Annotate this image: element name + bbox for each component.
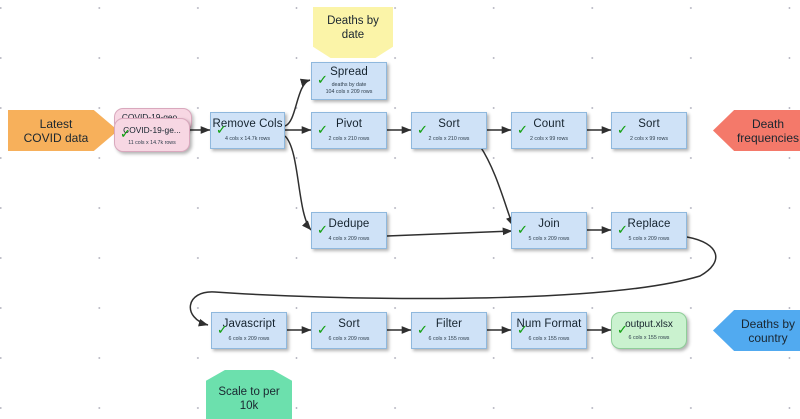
- check-icon: ✓: [417, 122, 428, 138]
- step-meta: 6 cols x 209 rows: [228, 336, 270, 342]
- note-deaths-by-date[interactable]: Deaths by date: [313, 7, 393, 58]
- step-meta: 4 cols x 14.7k rows: [224, 136, 271, 142]
- source-label-line1: Latest: [39, 116, 73, 131]
- step-meta: 5 cols x 209 rows: [628, 236, 670, 242]
- edge-dedupe-to-join: [386, 227, 513, 237]
- step-title: Sort: [438, 118, 460, 130]
- source-label-line2: COVID data: [23, 130, 89, 145]
- step-spread[interactable]: ✓ Spread deaths by date 104 cols x 209 r…: [311, 62, 387, 100]
- check-icon: ✓: [317, 122, 328, 138]
- note-line2: 10k: [239, 399, 259, 412]
- sink-label-line1: Deaths by: [740, 316, 796, 331]
- sink-death-frequencies[interactable]: Death frequencies: [713, 110, 800, 151]
- step-meta: 5 cols x 209 rows: [528, 236, 570, 242]
- check-icon: ✓: [317, 222, 328, 238]
- step-meta: 6 cols x 209 rows: [328, 336, 370, 342]
- note-line1: Deaths by: [327, 14, 379, 27]
- step-meta: 2 cols x 210 rows: [328, 136, 370, 142]
- step-remove-cols[interactable]: ✓ Remove Cols 4 cols x 14.7k rows: [210, 112, 285, 149]
- check-icon: ✓: [317, 322, 328, 338]
- check-icon: ✓: [517, 222, 528, 238]
- check-icon: ✓: [120, 127, 131, 143]
- input-file-covid-19-geo[interactable]: ✓ COVID-19-ge... 11 cols x 14.7k rows: [114, 118, 190, 152]
- check-icon: ✓: [317, 73, 328, 89]
- step-pivot[interactable]: ✓ Pivot 2 cols x 210 rows: [311, 112, 387, 149]
- sink-label-line2: country: [748, 330, 788, 345]
- step-title: Count: [533, 118, 565, 130]
- step-title: Filter: [435, 318, 463, 330]
- step-title: Replace: [627, 218, 671, 230]
- check-icon: ✓: [517, 322, 528, 338]
- step-title: Pivot: [335, 118, 363, 130]
- check-icon: ✓: [617, 122, 628, 138]
- step-sort-2[interactable]: ✓ Sort 2 cols x 99 rows: [611, 112, 687, 149]
- step-filter[interactable]: ✓ Filter 6 cols x 155 rows: [411, 312, 487, 349]
- edge-sort1-to-join: [479, 145, 514, 227]
- edge-removecols-to-dedupe: [284, 135, 312, 231]
- step-javascript[interactable]: ✓ Javascript 6 cols x 209 rows: [211, 312, 287, 349]
- input-file-meta: 11 cols x 14.7k rows: [128, 139, 176, 146]
- step-meta: 2 cols x 99 rows: [530, 136, 568, 142]
- step-title: Spread: [330, 66, 368, 78]
- input-file-title: COVID-19-ge...: [123, 124, 181, 135]
- sink-label-line2: frequencies: [736, 130, 800, 145]
- step-join[interactable]: ✓ Join 5 cols x 209 rows: [511, 212, 587, 249]
- check-icon: ✓: [617, 322, 628, 338]
- output-file-title: output.xlsx: [625, 319, 673, 330]
- step-sort-3[interactable]: ✓ Sort 6 cols x 209 rows: [311, 312, 387, 349]
- step-meta: 2 cols x 99 rows: [630, 136, 668, 142]
- check-icon: ✓: [517, 122, 528, 138]
- step-title: Join: [538, 218, 560, 230]
- step-num-format[interactable]: ✓ Num Format 6 cols x 155 rows: [511, 312, 587, 349]
- step-meta-secondary: deaths by date: [331, 82, 367, 88]
- check-icon: ✓: [417, 322, 428, 338]
- note-scale-to-per-10k[interactable]: Scale to per 10k: [206, 370, 292, 419]
- step-title: Num Format: [516, 318, 582, 330]
- step-replace[interactable]: ✓ Replace 5 cols x 209 rows: [611, 212, 687, 249]
- edge-removecols-to-spread: [284, 78, 311, 127]
- step-title: Remove Cols: [212, 118, 283, 130]
- step-title: Sort: [638, 118, 660, 130]
- input-file-back-title: COVID-19-geo...: [121, 112, 185, 122]
- output-file-meta: 6 cols x 155 rows: [628, 335, 670, 341]
- step-meta: 6 cols x 155 rows: [428, 336, 470, 342]
- output-file-output-xlsx[interactable]: ✓ output.xlsx 6 cols x 155 rows: [611, 312, 687, 349]
- sink-deaths-by-country[interactable]: Deaths by country: [713, 310, 800, 351]
- check-icon: ✓: [617, 222, 628, 238]
- step-title: Sort: [338, 318, 360, 330]
- step-meta: 6 cols x 155 rows: [528, 336, 570, 342]
- sink-label-line1: Death: [751, 116, 784, 131]
- step-sort-1[interactable]: ✓ Sort 2 cols x 210 rows: [411, 112, 487, 149]
- step-meta: 4 cols x 209 rows: [328, 236, 370, 242]
- check-icon: ✓: [217, 322, 228, 338]
- note-line2: date: [341, 28, 365, 41]
- note-line1: Scale to per: [218, 385, 280, 398]
- step-dedupe[interactable]: ✓ Dedupe 4 cols x 209 rows: [311, 212, 387, 249]
- step-title: Javascript: [222, 318, 276, 330]
- step-count[interactable]: ✓ Count 2 cols x 99 rows: [511, 112, 587, 149]
- step-title: Dedupe: [328, 218, 370, 230]
- check-icon: ✓: [216, 122, 227, 138]
- step-meta: 2 cols x 210 rows: [428, 136, 470, 142]
- step-meta: 104 cols x 209 rows: [325, 89, 373, 95]
- source-latest-covid-data[interactable]: Latest COVID data: [8, 110, 118, 151]
